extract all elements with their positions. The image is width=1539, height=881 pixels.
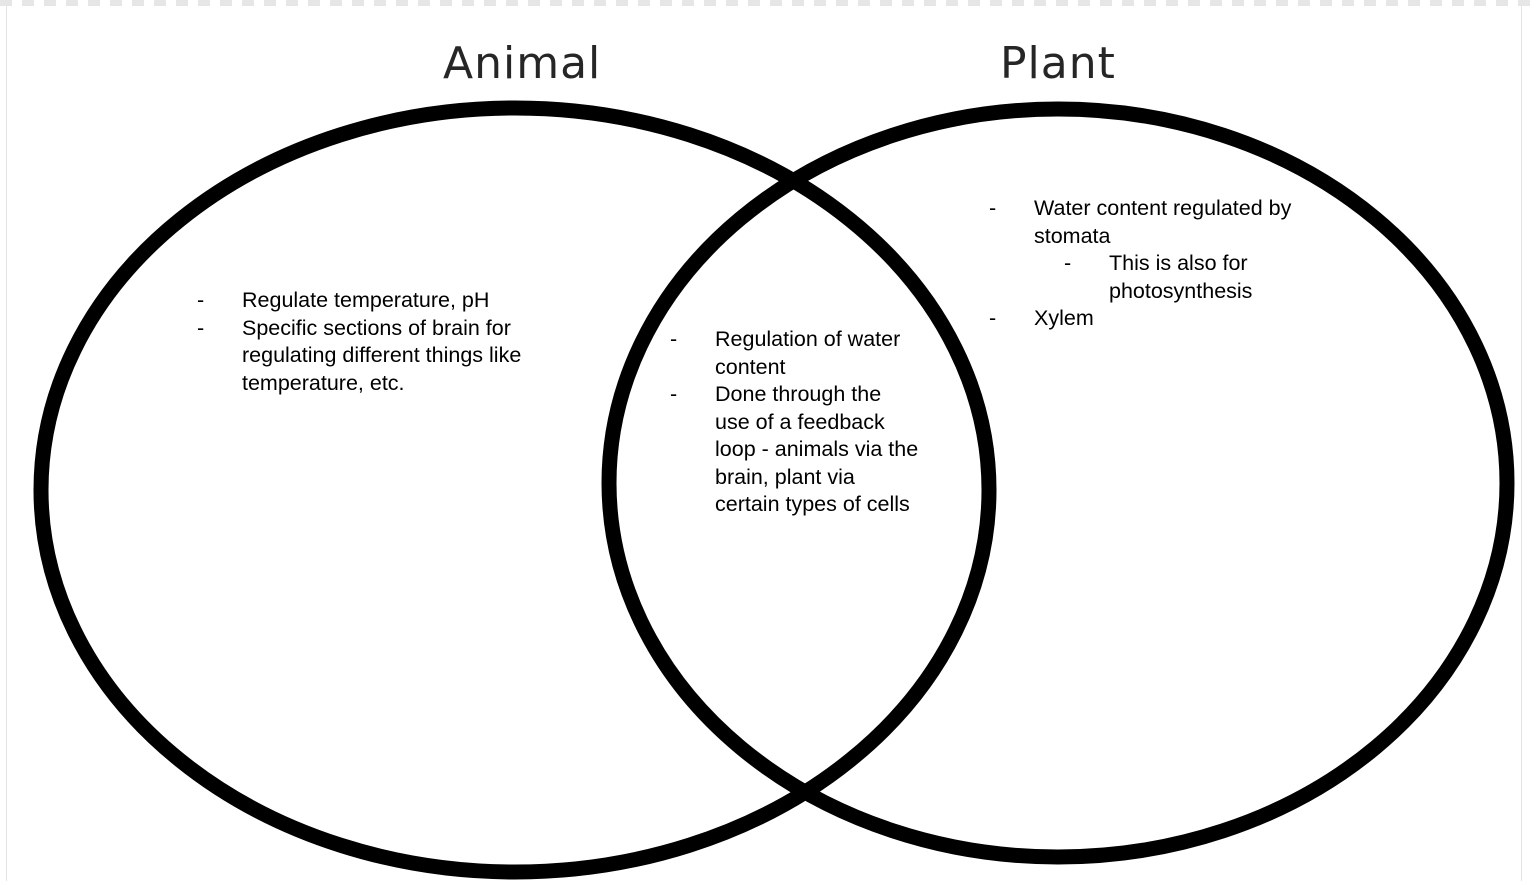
overlap-note: Regulation of water content — [670, 326, 920, 381]
animal-circle — [33, 100, 997, 880]
plant-note: Xylem — [989, 305, 1329, 333]
animal-set-title: Animal — [443, 38, 602, 89]
overlap-notes: Regulation of water content Done through… — [670, 326, 920, 519]
animal-note: Regulate temperature, pH — [197, 287, 557, 315]
plant-notes: Water content regulated by stomata This … — [989, 195, 1329, 333]
plant-set-title: Plant — [1000, 38, 1116, 89]
overlap-note: Done through the use of a feedback loop … — [670, 381, 920, 519]
animal-note: Specific sections of brain for regulatin… — [197, 315, 557, 398]
plant-sub-note: This is also for photosynthesis — [1064, 250, 1329, 305]
page-top-edge — [0, 0, 1539, 6]
animal-notes: Regulate temperature, pH Specific sectio… — [197, 287, 557, 397]
plant-note-text: Water content regulated by stomata — [1034, 196, 1292, 248]
plant-sub-notes: This is also for photosynthesis — [1034, 250, 1329, 305]
plant-circle — [601, 101, 1515, 865]
plant-note: Water content regulated by stomata This … — [989, 195, 1329, 305]
page-frame — [6, 6, 1522, 881]
